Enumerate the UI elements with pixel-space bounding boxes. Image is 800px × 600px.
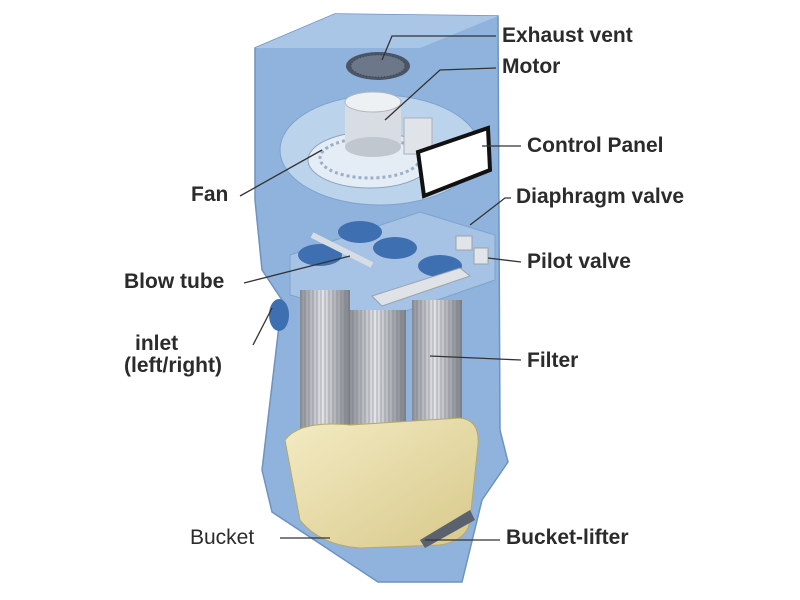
label-bucket-lifter: Bucket-lifter — [506, 526, 629, 549]
leader-lines — [239, 35, 522, 541]
label-fan: Fan — [191, 183, 229, 206]
label-control-panel: Control Panel — [527, 134, 664, 157]
control-panel — [415, 125, 493, 199]
bucket-lifter — [420, 510, 475, 548]
inlet — [269, 299, 289, 331]
label-inlet: inlet — [135, 332, 179, 355]
label-inlet-note: (left/right) — [124, 354, 222, 377]
label-exhaust-vent: Exhaust vent — [502, 24, 633, 47]
label-bucket: Bucket — [190, 526, 255, 549]
blow-tube — [310, 232, 374, 268]
label-motor: Motor — [502, 55, 561, 78]
label-filter: Filter — [527, 349, 579, 372]
top-face — [255, 14, 498, 48]
label-diaphragm-valve: Diaphragm valve — [516, 185, 685, 208]
label-pilot-valve: Pilot valve — [527, 250, 631, 273]
label-blow-tube: Blow tube — [124, 270, 225, 293]
pilot-valve — [473, 247, 489, 265]
diaphragm-valve — [455, 235, 473, 251]
